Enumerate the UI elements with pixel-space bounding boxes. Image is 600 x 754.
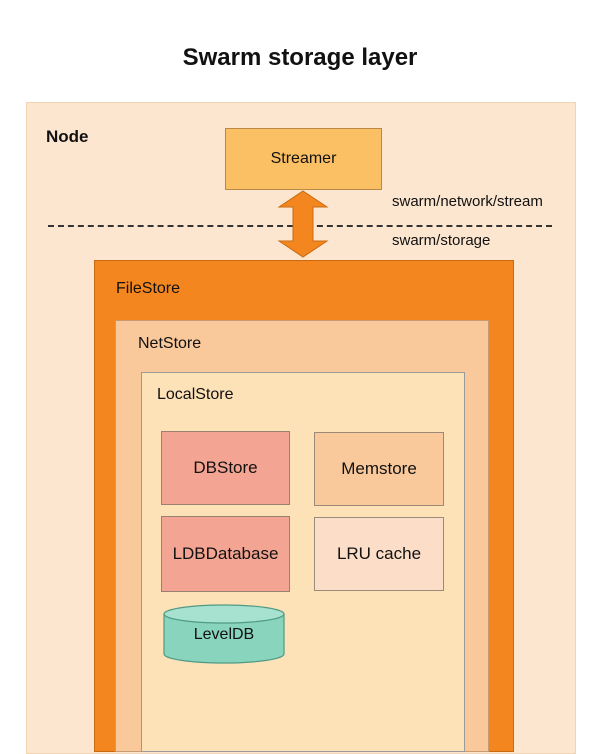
leveldb-label: LevelDB xyxy=(193,626,255,643)
localstore-label: LocalStore xyxy=(157,386,234,403)
memstore-box: Memstore xyxy=(314,432,444,506)
filestore-label: FileStore xyxy=(116,280,181,297)
ldbdatabase-box: LDBDatabase xyxy=(161,516,290,592)
cylinder-database-icon xyxy=(163,604,285,664)
streamer-box: Streamer xyxy=(225,128,382,190)
lru-cache-box: LRU cache xyxy=(314,517,444,591)
network-layer-label: swarm/network/stream xyxy=(392,193,543,210)
ldbdatabase-label: LDBDatabase xyxy=(172,544,279,563)
dbstore-label: DBStore xyxy=(193,458,258,477)
streamer-label: Streamer xyxy=(270,150,337,167)
memstore-label: Memstore xyxy=(341,459,417,478)
double-arrow-icon xyxy=(277,190,329,258)
lru-cache-label: LRU cache xyxy=(336,544,422,563)
storage-layer-label: swarm/storage xyxy=(392,232,491,249)
dbstore-box: DBStore xyxy=(161,431,290,505)
node-label: Node xyxy=(46,127,89,146)
diagram-title: Swarm storage layer xyxy=(182,44,418,71)
netstore-label: NetStore xyxy=(138,335,202,352)
